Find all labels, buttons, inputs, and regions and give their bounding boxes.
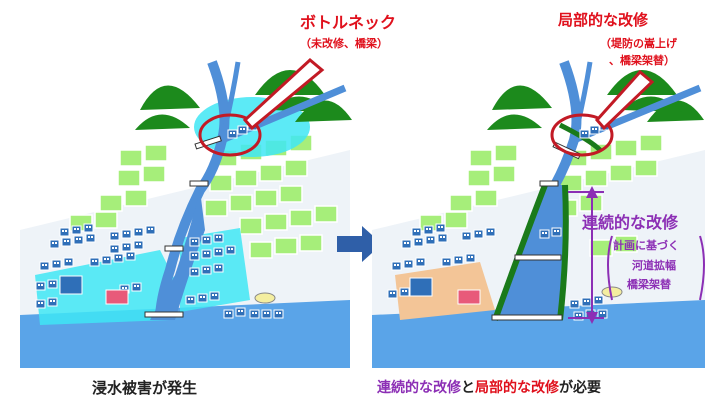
continuous-improvement-sub-2: 河道拡幅 bbox=[632, 259, 676, 272]
continuous-improvement-title: 連続的な改修 bbox=[582, 213, 679, 232]
bottleneck-title: ボトルネック bbox=[300, 13, 397, 32]
bottleneck-circle bbox=[198, 113, 262, 157]
local-improvement-title: 局部的な改修 bbox=[558, 11, 649, 29]
bottleneck-pointer bbox=[242, 58, 325, 131]
caption-right: 連続的な改修と局部的な改修が必要 bbox=[377, 377, 601, 397]
continuous-improvement-sub-3: 橋梁架替 bbox=[627, 278, 671, 291]
bottleneck-subtitle: （未改修、橋梁） bbox=[300, 37, 388, 50]
after-scene bbox=[372, 60, 705, 368]
bridges bbox=[144, 135, 222, 318]
caption-left: 浸水被害が発生 bbox=[92, 379, 198, 397]
before-scene bbox=[18, 14, 368, 376]
buildings bbox=[35, 121, 284, 319]
caption-right-local: 局部的な改修 bbox=[475, 380, 559, 396]
continuous-improvement-sub-1: 計画に基づく bbox=[613, 239, 679, 252]
transition-arrow bbox=[337, 226, 382, 262]
caption-right-continuous: 連続的な改修 bbox=[377, 380, 461, 396]
caption-right-and: と bbox=[461, 380, 475, 396]
local-improvement-subtitle-1: （堤防の嵩上げ bbox=[600, 37, 677, 50]
caption-right-needed: が必要 bbox=[559, 380, 601, 396]
local-improvement-subtitle-2: 、橋梁架替） bbox=[609, 54, 675, 67]
